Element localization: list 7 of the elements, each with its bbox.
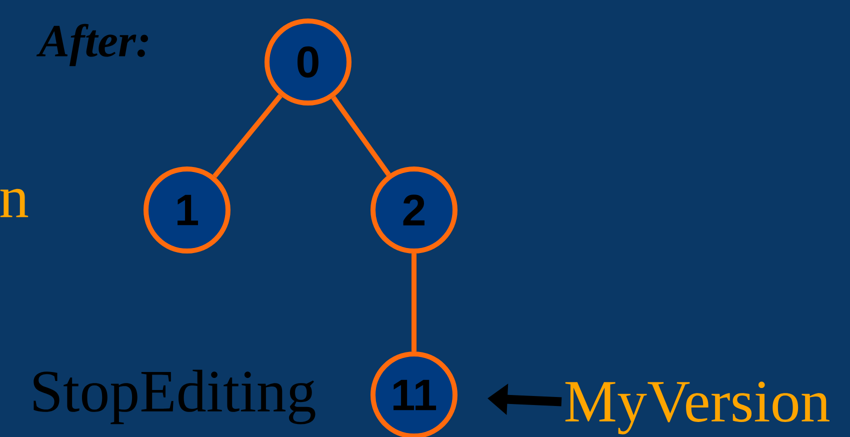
- tree-edge: [412, 254, 416, 352]
- label-text: StopEditing: [34, 370, 316, 424]
- heading-text: After:: [36, 24, 148, 66]
- tree-edge: [331, 96, 391, 176]
- label-text: n: [0, 188, 28, 218]
- pointer-label: MyVersion: [565, 382, 830, 434]
- tree-edge: [212, 94, 282, 178]
